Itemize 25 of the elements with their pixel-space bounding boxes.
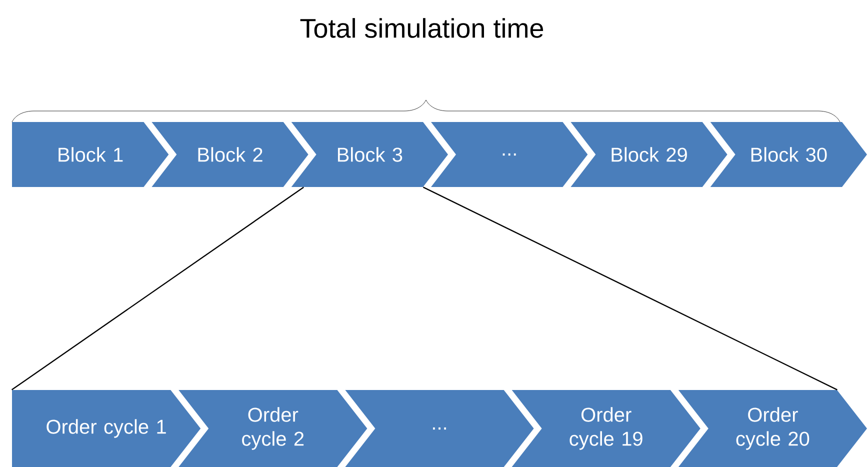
node-label: Block 1 <box>58 147 123 162</box>
node-label: Block 3 <box>338 147 402 162</box>
zoom-line <box>422 186 838 390</box>
node-label: Block 30 <box>751 147 827 162</box>
process-step: ... <box>431 122 588 187</box>
node-label: Order cycle 1 <box>46 419 166 438</box>
node-label: Block 29 <box>612 147 687 162</box>
node-label: ... <box>432 427 446 430</box>
node-label: Order cycle 2 <box>242 407 304 450</box>
node-label: Order cycle 19 <box>570 407 642 450</box>
process-step: Block 29 <box>570 122 728 187</box>
node-label: ... <box>502 153 516 156</box>
node-label: Block 2 <box>198 147 262 162</box>
process-step: Order cycle 19 <box>512 390 700 467</box>
title: Total simulation time <box>300 18 544 38</box>
process-step: ... <box>345 390 534 467</box>
process-step: Block 1 <box>12 122 169 187</box>
process-step: Order cycle 20 <box>678 390 867 467</box>
process-step: Block 3 <box>291 122 448 187</box>
process-step: Block 2 <box>152 122 308 187</box>
process-step: Order cycle 1 <box>12 390 201 467</box>
process-step: Order cycle 2 <box>178 390 368 467</box>
node-label: Order cycle 20 <box>736 407 810 450</box>
process-step: Block 30 <box>710 122 867 187</box>
zoom-line <box>11 186 304 390</box>
